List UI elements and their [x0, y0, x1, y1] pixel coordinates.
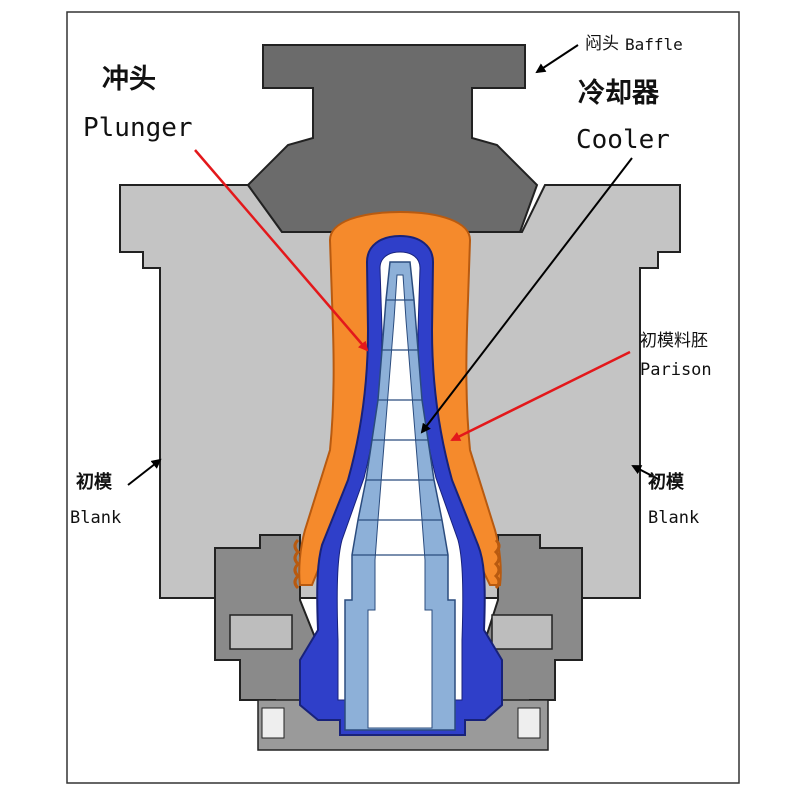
- baffle-label-cn: 闷头: [585, 34, 619, 54]
- blank-right-label-en: Blank: [648, 508, 700, 528]
- plunger-label-cn: 冲头: [102, 64, 156, 95]
- cooler-arrow: [420, 157, 633, 434]
- neck-ring-base-notch-right: [517, 707, 541, 739]
- blank-right-arrow: [631, 465, 661, 481]
- parison-label-en: Parison: [640, 360, 712, 380]
- parison-label-cn: 初模料胚: [640, 331, 708, 351]
- blank-left-arrow: [127, 458, 162, 486]
- baffle: [246, 44, 539, 233]
- cooler-label-cn: 冷却器: [578, 78, 659, 109]
- plunger-label-en: Plunger: [83, 113, 193, 143]
- blank-left-label-en: Blank: [70, 508, 122, 528]
- neck-ring-base-notch-left: [261, 707, 285, 739]
- parison-arrow: [450, 350, 631, 442]
- blank-left-label-cn: 初模: [76, 472, 112, 493]
- blank-right-label-cn: 初模: [648, 472, 684, 493]
- parison-finish-right: [493, 538, 501, 590]
- baffle-label-en: Baffle: [625, 35, 683, 54]
- parison-finish-left: [293, 538, 301, 590]
- plunger-arrow: [194, 149, 369, 352]
- outer-frame: [66, 11, 740, 784]
- neck-ring-insert-left: [229, 614, 293, 650]
- baffle-arrow: [535, 44, 579, 74]
- cooler-core: [367, 274, 433, 729]
- cooler-label-en: Cooler: [576, 125, 670, 155]
- cooler-steps: [352, 299, 448, 556]
- neck-ring-insert-right: [491, 614, 553, 650]
